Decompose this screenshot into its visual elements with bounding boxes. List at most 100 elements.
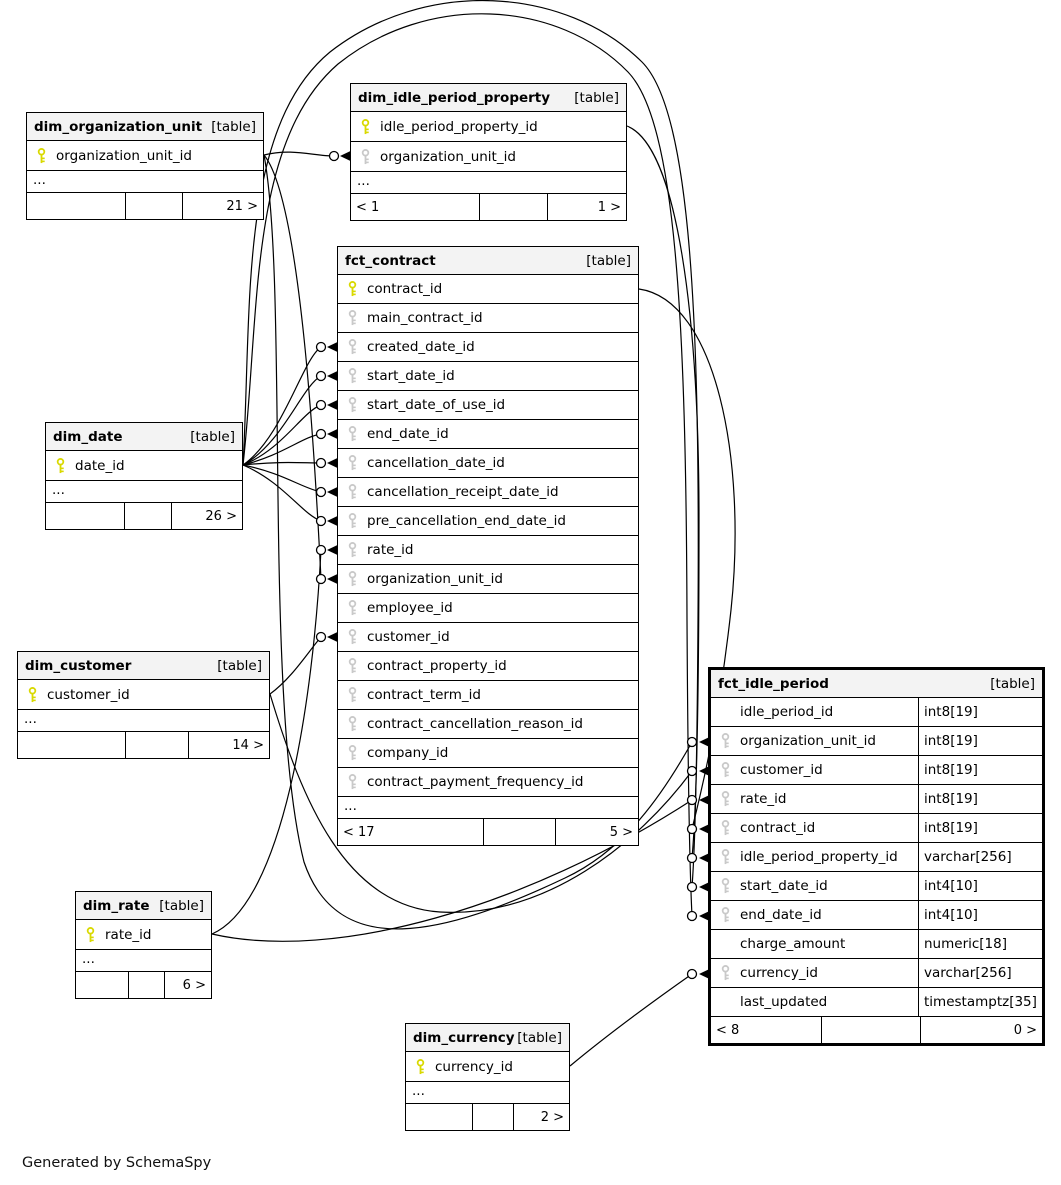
column-name: created_date_id <box>367 339 475 355</box>
key-icon <box>720 791 731 807</box>
column-type: int4[10] <box>918 901 1042 929</box>
column-type: int8[19] <box>918 785 1042 813</box>
key-icon <box>347 281 358 297</box>
table-dim-customer[interactable]: dim_customer [table] customer_id ... 14 … <box>17 651 270 759</box>
key-icon <box>720 733 731 749</box>
table-header[interactable]: dim_idle_period_property [table] <box>351 84 626 112</box>
ellipsis-row: ... <box>46 481 242 503</box>
column-name: currency_id <box>740 965 818 981</box>
table-dim-organization-unit[interactable]: dim_organization_unit [table] organizati… <box>26 112 264 220</box>
column-row: cancellation_date_id <box>338 449 638 478</box>
column-type: int8[19] <box>918 756 1042 784</box>
column-name: start_date_id <box>740 878 828 894</box>
column-row: contract_payment_frequency_id <box>338 768 638 797</box>
table-footer: 6 > <box>76 972 211 998</box>
key-icon <box>347 658 358 674</box>
table-header[interactable]: dim_rate [table] <box>76 892 211 920</box>
table-header[interactable]: fct_idle_period [table] <box>711 670 1042 698</box>
key-icon <box>347 716 358 732</box>
key-icon <box>720 820 731 836</box>
generator-credit: Generated by SchemaSpy <box>22 1155 212 1171</box>
column-row: rate_id <box>338 536 638 565</box>
key-icon <box>347 426 358 442</box>
table-title: fct_idle_period <box>718 675 829 692</box>
table-fct-idle-period[interactable]: fct_idle_period [table] idle_period_id i… <box>708 667 1045 1046</box>
table-footer: 26 > <box>46 503 242 529</box>
column-row: pre_cancellation_end_date_id <box>338 507 638 536</box>
column-name: pre_cancellation_end_date_id <box>367 513 566 529</box>
key-icon <box>347 455 358 471</box>
column-name: last_updated <box>740 994 828 1010</box>
key-icon <box>347 629 358 645</box>
column-name: date_id <box>75 457 125 474</box>
column-row: cancellation_receipt_date_id <box>338 478 638 507</box>
column-row: last_updated timestamptz[35] <box>711 988 1042 1017</box>
table-dim-currency[interactable]: dim_currency [table] currency_id ... 2 > <box>405 1023 570 1131</box>
column-row: idle_period_property_id <box>351 112 626 142</box>
table-header[interactable]: dim_date [table] <box>46 423 242 451</box>
column-name: contract_term_id <box>367 687 481 703</box>
ellipsis-row: ... <box>351 172 626 194</box>
table-fct-contract[interactable]: fct_contract [table] contract_id main_co… <box>337 246 639 846</box>
key-icon <box>85 926 96 943</box>
column-type: timestamptz[35] <box>918 988 1042 1016</box>
key-icon <box>347 542 358 558</box>
table-type-label: [table] <box>211 118 256 135</box>
table-header[interactable]: dim_currency [table] <box>406 1024 569 1052</box>
column-row: idle_period_property_id varchar[256] <box>711 843 1042 872</box>
column-row: organization_unit_id <box>351 142 626 172</box>
column-type: varchar[256] <box>918 959 1042 987</box>
column-row: end_date_id <box>338 420 638 449</box>
ellipsis-row: ... <box>27 171 263 193</box>
column-type: varchar[256] <box>918 843 1042 871</box>
column-row: start_date_id int4[10] <box>711 872 1042 901</box>
column-name: customer_id <box>47 686 130 703</box>
column-row: start_date_id <box>338 362 638 391</box>
column-name: idle_period_property_id <box>740 849 898 865</box>
ellipsis-row: ... <box>18 710 269 732</box>
column-name: cancellation_date_id <box>367 455 505 471</box>
table-dim-idle-period-property[interactable]: dim_idle_period_property [table] idle_pe… <box>350 83 627 221</box>
key-icon <box>347 600 358 616</box>
table-title: dim_customer <box>25 657 132 674</box>
table-dim-date[interactable]: dim_date [table] date_id ... 26 > <box>45 422 243 530</box>
column-row: created_date_id <box>338 333 638 362</box>
column-name: currency_id <box>435 1058 513 1075</box>
key-icon <box>360 118 371 135</box>
table-type-label: [table] <box>990 675 1035 692</box>
column-name: employee_id <box>367 600 453 616</box>
key-icon <box>347 745 358 761</box>
table-dim-rate[interactable]: dim_rate [table] rate_id ... 6 > <box>75 891 212 999</box>
table-header[interactable]: dim_customer [table] <box>18 652 269 680</box>
column-row: main_contract_id <box>338 304 638 333</box>
table-header[interactable]: dim_organization_unit [table] <box>27 113 263 141</box>
column-name: idle_period_property_id <box>380 118 538 135</box>
column-type: int8[19] <box>918 814 1042 842</box>
column-type: int8[19] <box>918 727 1042 755</box>
table-footer: 14 > <box>18 732 269 758</box>
key-icon <box>347 484 358 500</box>
ellipsis-row: ... <box>406 1082 569 1104</box>
column-row: contract_term_id <box>338 681 638 710</box>
key-icon <box>347 310 358 326</box>
key-icon <box>347 397 358 413</box>
table-type-label: [table] <box>517 1029 562 1046</box>
column-row: organization_unit_id <box>338 565 638 594</box>
table-type-label: [table] <box>190 428 235 445</box>
column-type: int8[19] <box>918 698 1042 726</box>
key-icon <box>347 571 358 587</box>
column-row: organization_unit_id <box>27 141 263 171</box>
column-row: contract_property_id <box>338 652 638 681</box>
table-footer: < 1 1 > <box>351 194 626 220</box>
column-name: contract_cancellation_reason_id <box>367 716 583 732</box>
column-row: rate_id int8[19] <box>711 785 1042 814</box>
column-row: organization_unit_id int8[19] <box>711 727 1042 756</box>
column-name: rate_id <box>367 542 414 558</box>
key-icon <box>720 849 731 865</box>
table-header[interactable]: fct_contract [table] <box>338 247 638 275</box>
column-row: employee_id <box>338 594 638 623</box>
column-row: contract_id int8[19] <box>711 814 1042 843</box>
column-name: contract_id <box>740 820 816 836</box>
key-icon <box>360 148 371 165</box>
